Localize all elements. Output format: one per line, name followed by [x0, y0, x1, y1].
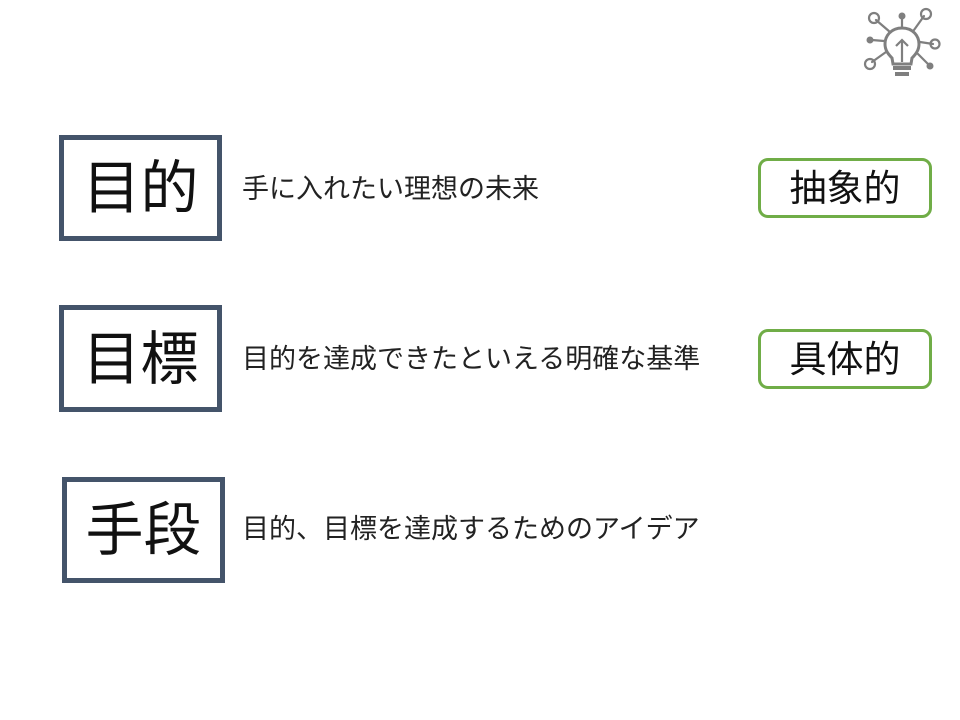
term-description: 目的、目標を達成するためのアイデア: [242, 514, 700, 545]
term-description: 手に入れたい理想の未来: [242, 174, 539, 205]
term-label: 手段: [85, 496, 202, 564]
tag-concrete: 具体的: [758, 329, 932, 389]
tag-abstract: 抽象的: [758, 158, 932, 218]
term-description: 目的を達成できたといえる明確な基準: [242, 344, 701, 375]
term-label: 目的: [82, 154, 199, 222]
tag-label: 抽象的: [789, 166, 901, 210]
term-box-purpose: 目的: [59, 135, 222, 241]
lightbulb-network-icon: [862, 6, 942, 82]
term-label: 目標: [82, 324, 199, 393]
term-box-means: 手段: [62, 477, 225, 583]
term-box-goal: 目標: [59, 305, 222, 412]
tag-label: 具体的: [789, 337, 901, 381]
